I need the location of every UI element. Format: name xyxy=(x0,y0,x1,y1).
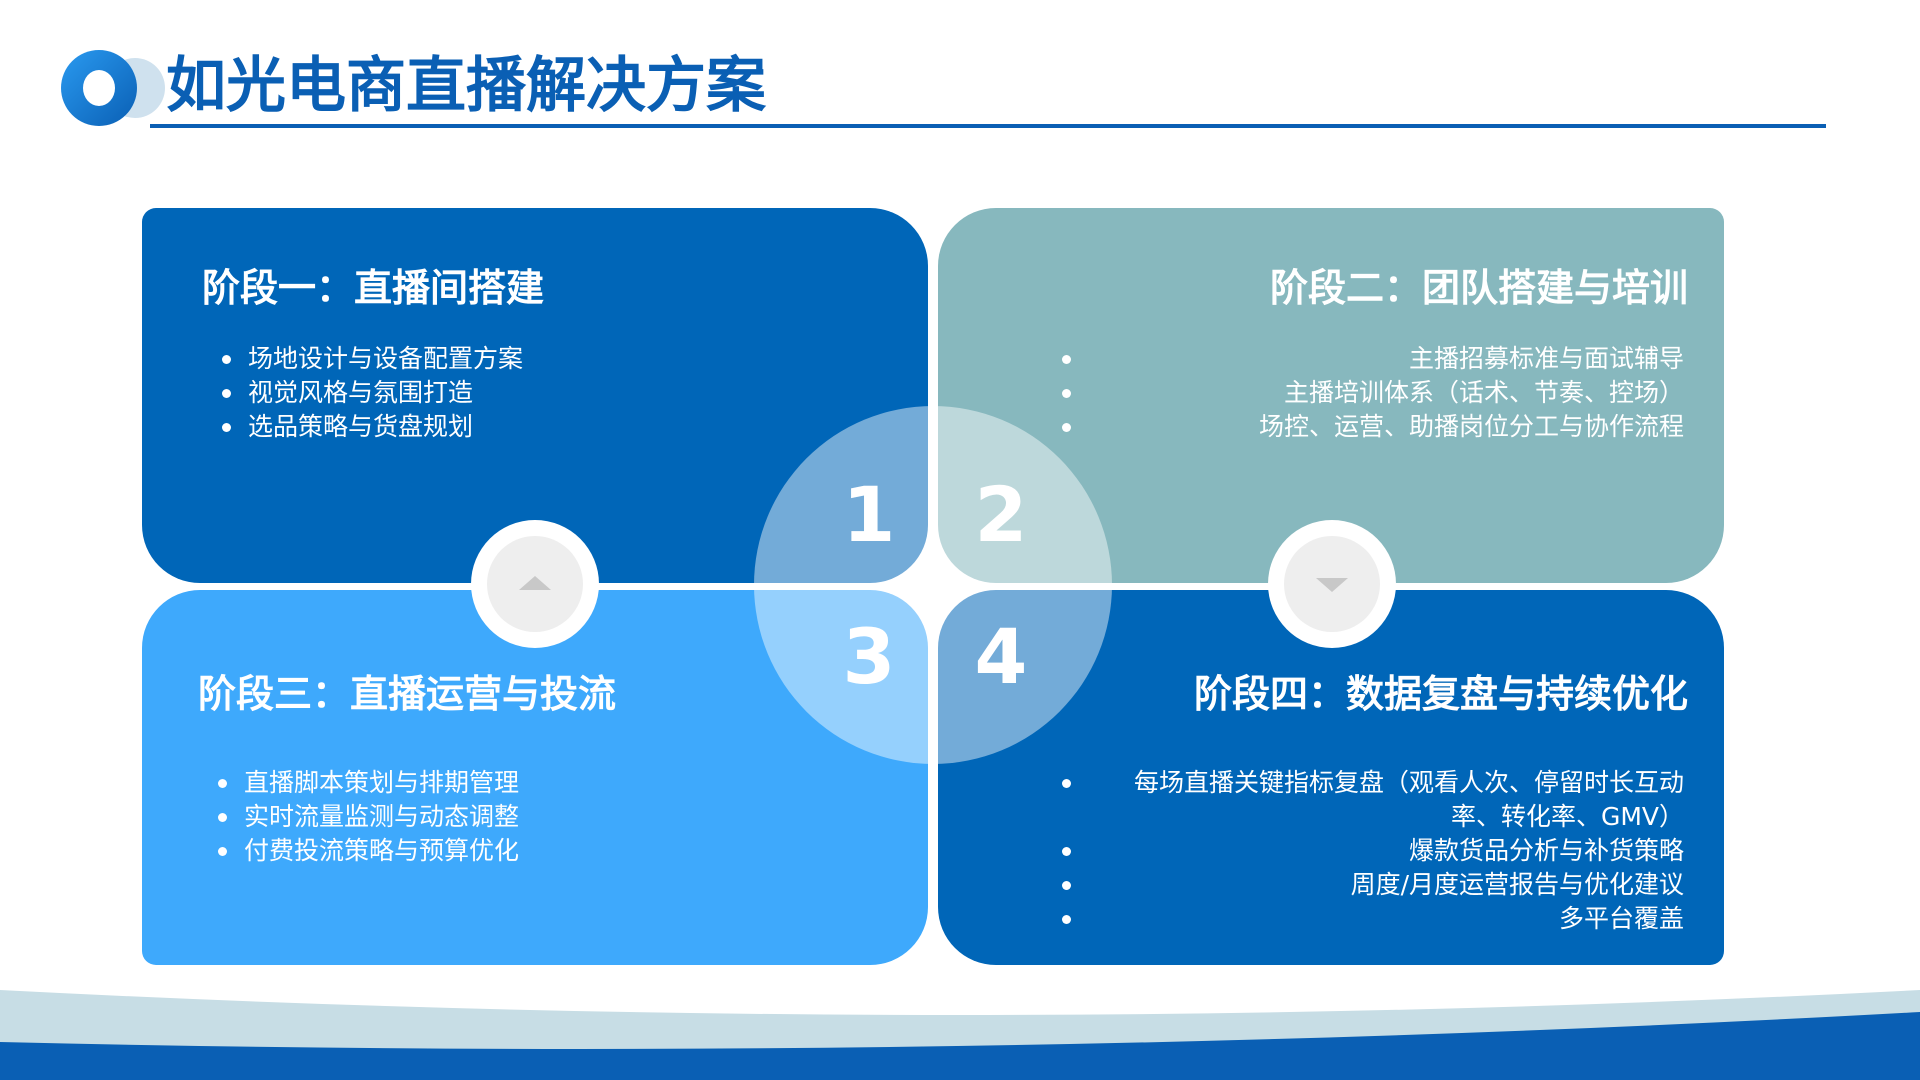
triangle-up-icon xyxy=(519,576,551,590)
list-item: 每场直播关键指标复盘（观看人次、停留时长互动率、转化率、GMV） xyxy=(1062,766,1684,834)
list-item: 场控、运营、助播岗位分工与协作流程 xyxy=(1062,410,1684,444)
wave-dark xyxy=(0,1012,1920,1080)
stage-list-1: 场地设计与设备配置方案 视觉风格与氛围打造 选品策略与货盘规划 xyxy=(220,342,523,444)
next-button[interactable] xyxy=(1268,520,1396,648)
stage-list-2: 主播招募标准与面试辅导 主播培训体系（话术、节奏、控场） 场控、运营、助播岗位分… xyxy=(1062,342,1684,444)
list-item: 主播招募标准与面试辅导 xyxy=(1062,342,1684,376)
stage-card-1: 阶段一：直播间搭建 场地设计与设备配置方案 视觉风格与氛围打造 选品策略与货盘规… xyxy=(142,208,928,583)
stage-title-1: 阶段一：直播间搭建 xyxy=(202,266,545,310)
list-item: 主播培训体系（话术、节奏、控场） xyxy=(1062,376,1684,410)
list-item: 视觉风格与氛围打造 xyxy=(220,376,523,410)
prev-button-face xyxy=(487,536,583,632)
list-item: 付费投流策略与预算优化 xyxy=(216,834,519,868)
list-item: 场地设计与设备配置方案 xyxy=(220,342,523,376)
list-item: 周度/月度运营报告与优化建议 xyxy=(1062,868,1684,902)
next-button-face xyxy=(1284,536,1380,632)
list-item: 直播脚本策划与排期管理 xyxy=(216,766,519,800)
prev-button[interactable] xyxy=(471,520,599,648)
list-item: 多平台覆盖 xyxy=(1062,902,1684,936)
logo-icon xyxy=(61,50,165,126)
stage-number-3: 3 xyxy=(842,612,896,701)
stage-card-4: 阶段四：数据复盘与持续优化 每场直播关键指标复盘（观看人次、停留时长互动率、转化… xyxy=(938,590,1724,965)
triangle-down-icon xyxy=(1316,578,1348,592)
stage-number-4: 4 xyxy=(974,612,1028,701)
stage-number-2: 2 xyxy=(974,470,1028,559)
list-item: 爆款货品分析与补货策略 xyxy=(1062,834,1684,868)
horizontal-divider xyxy=(740,583,1126,590)
stage-title-3: 阶段三：直播运营与投流 xyxy=(198,672,617,716)
logo-ring xyxy=(61,50,137,126)
bottom-wave-decoration xyxy=(0,990,1920,1080)
stage-list-4: 每场直播关键指标复盘（观看人次、停留时长互动率、转化率、GMV） 爆款货品分析与… xyxy=(1062,766,1684,936)
stage-card-2: 阶段二：团队搭建与培训 主播招募标准与面试辅导 主播培训体系（话术、节奏、控场）… xyxy=(938,208,1724,583)
list-item: 选品策略与货盘规划 xyxy=(220,410,523,444)
stage-list-3: 直播脚本策划与排期管理 实时流量监测与动态调整 付费投流策略与预算优化 xyxy=(216,766,519,868)
stage-title-4: 阶段四：数据复盘与持续优化 xyxy=(1193,672,1688,716)
stage-number-1: 1 xyxy=(842,470,896,559)
list-item: 实时流量监测与动态调整 xyxy=(216,800,519,834)
stage-title-2: 阶段二：团队搭建与培训 xyxy=(1269,266,1688,310)
title-underline xyxy=(150,124,1826,128)
page-title: 如光电商直播解决方案 xyxy=(166,51,766,121)
stage-card-3: 阶段三：直播运营与投流 直播脚本策划与排期管理 实时流量监测与动态调整 付费投流… xyxy=(142,590,928,965)
